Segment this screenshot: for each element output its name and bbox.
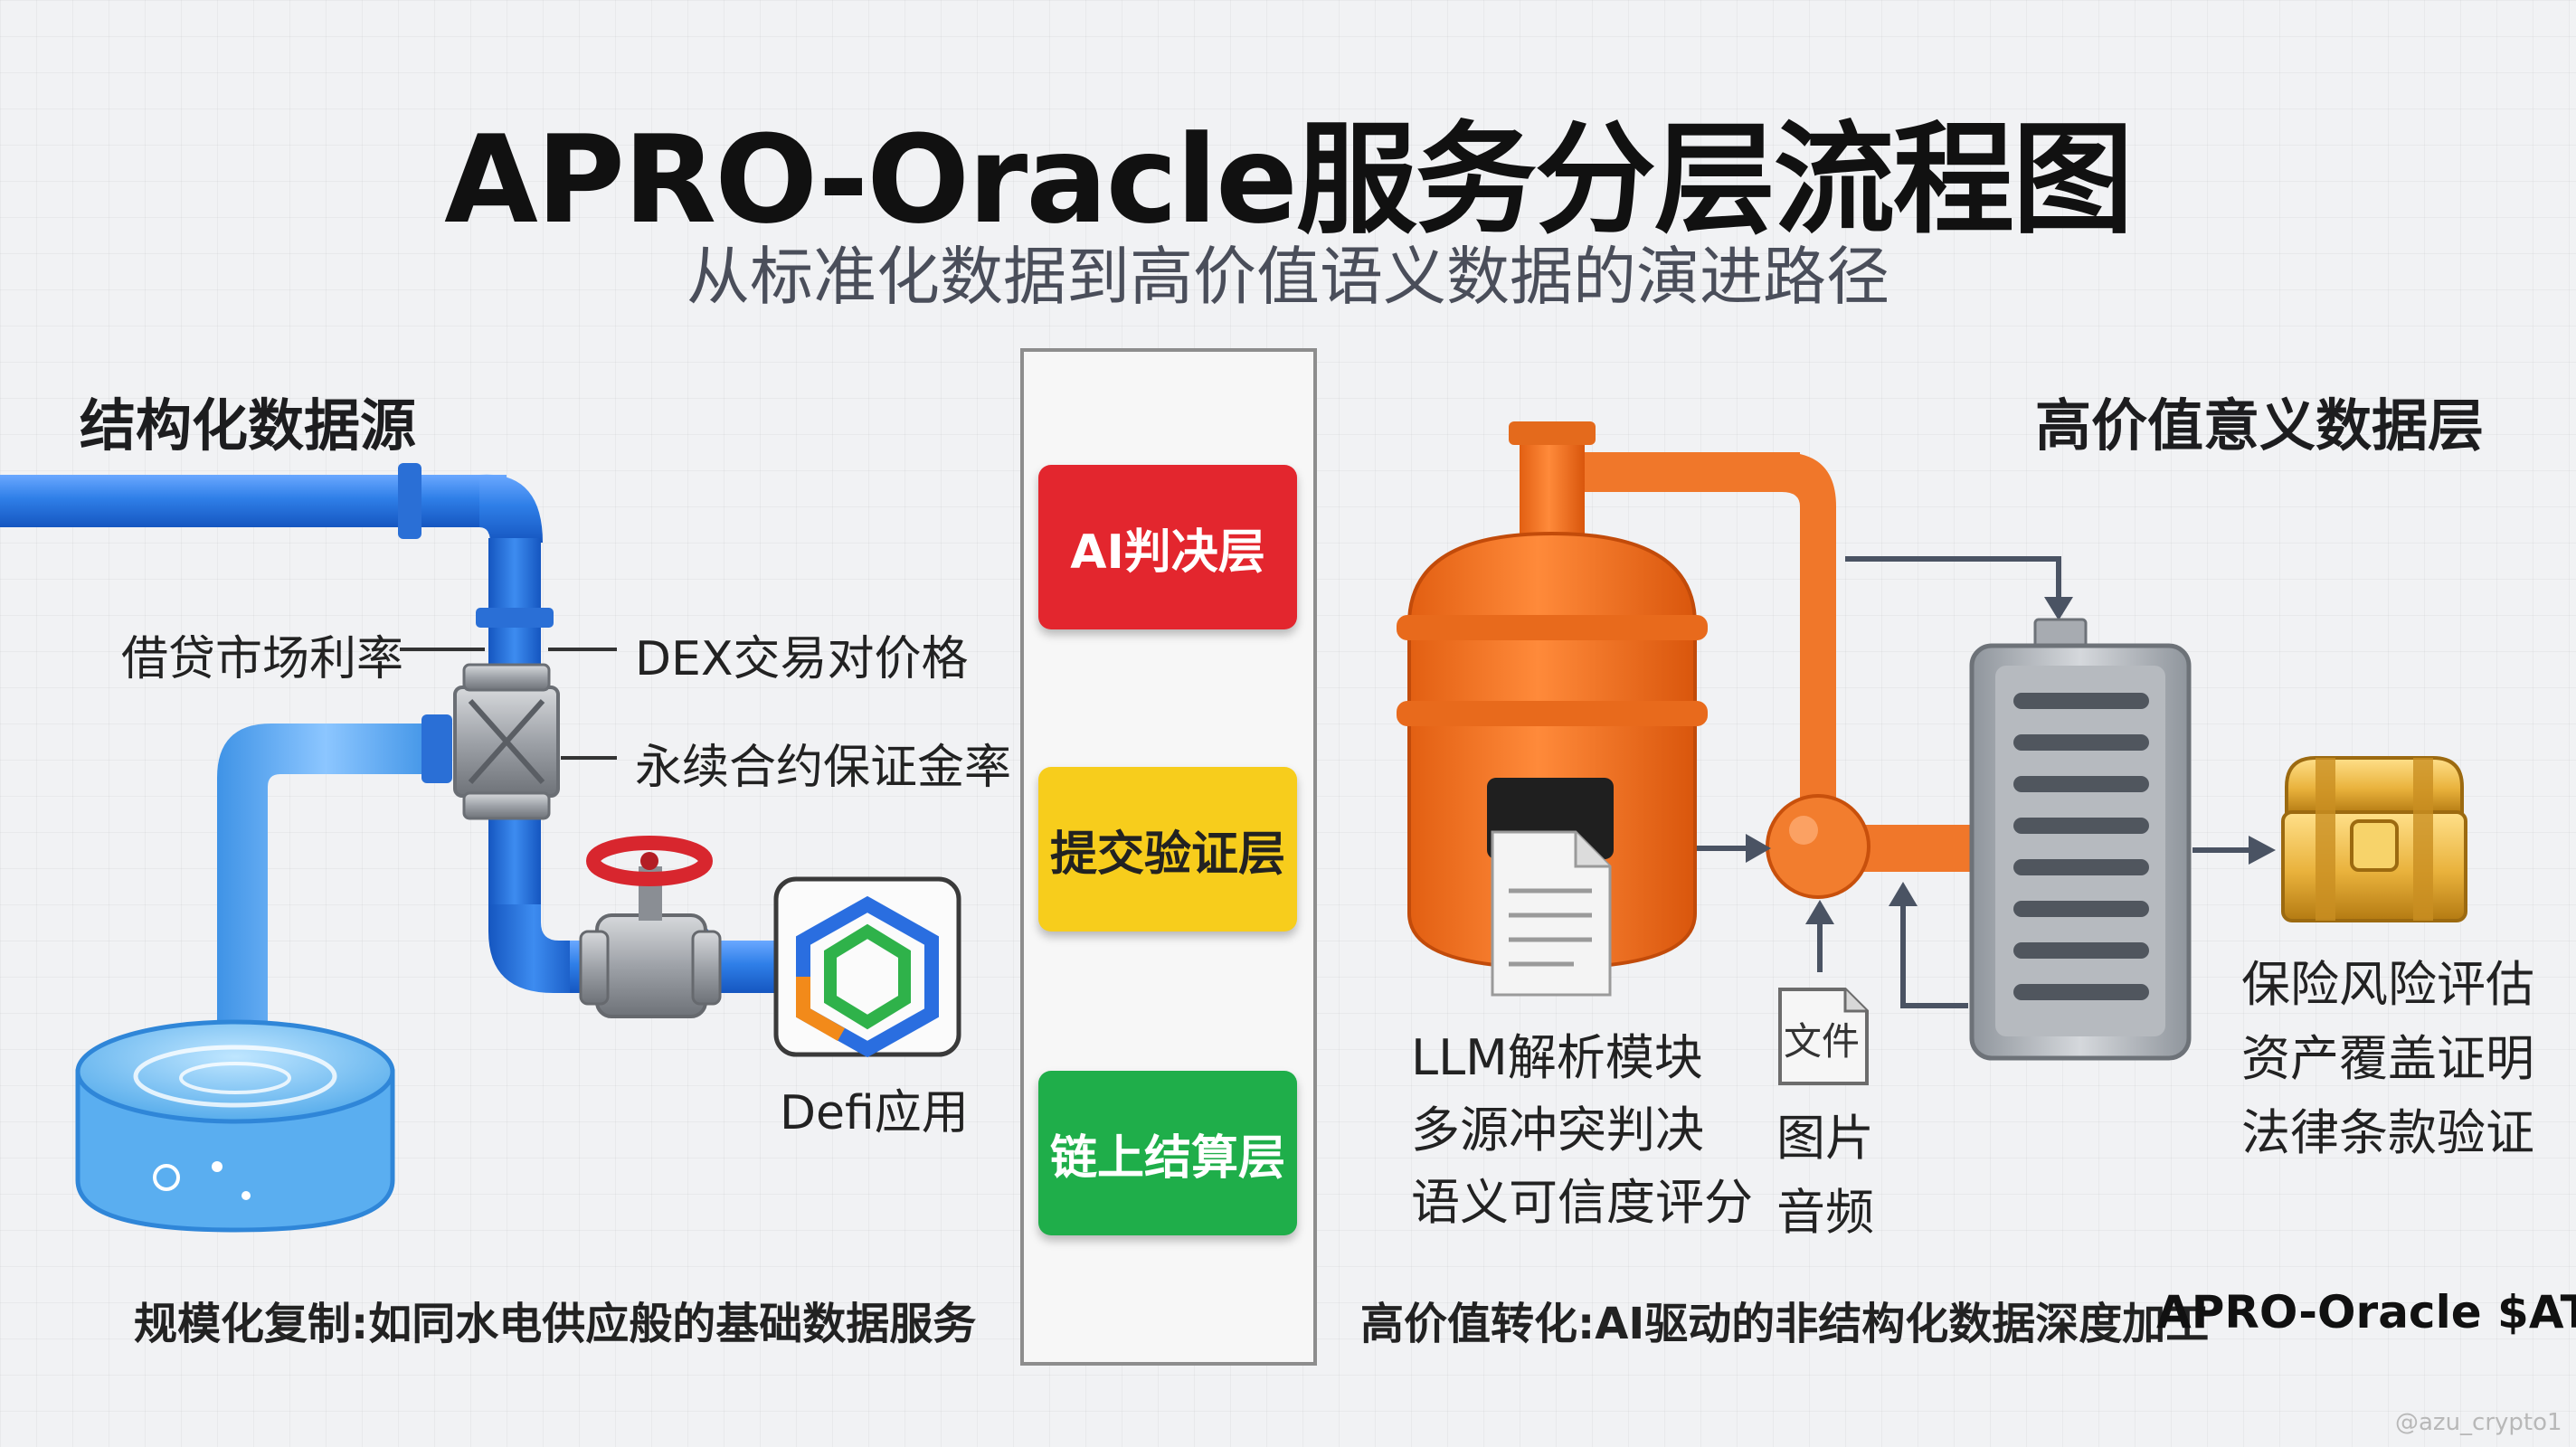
brand-label: APRO-Oracle $AT <box>2156 1286 2576 1338</box>
llm-line: 语义可信度评分 <box>1411 1174 1753 1231</box>
output-line: 资产覆盖证明 <box>2241 1030 2534 1087</box>
document-icon <box>1491 830 1612 997</box>
ai-judgement-layer: AI判决层 <box>1038 465 1297 629</box>
output-line: 保险风险评估 <box>2241 956 2534 1013</box>
llm-module-list: LLM解析模块 多源冲突判决 语义可信度评分 <box>1411 1022 1753 1239</box>
valve-wheel <box>579 836 722 1018</box>
water-pool <box>75 1019 395 1233</box>
cross-valve <box>453 663 560 820</box>
page-title: APRO-Oracle服务分层流程图 <box>444 109 2134 251</box>
output-line: 法律条款验证 <box>2241 1104 2534 1161</box>
page-subtitle: 从标准化数据到高价值语义数据的演进路径 <box>687 240 1889 314</box>
media-line: 图片 <box>1776 1110 1874 1167</box>
llm-line: LLM解析模块 <box>1411 1029 1703 1086</box>
junction-ball <box>1766 794 1981 899</box>
watermark: @azu_crypto1 <box>2395 1409 2562 1436</box>
file-icon-text: 文件 <box>1784 1019 1861 1064</box>
label-dex-price: DEX交易对价格 <box>635 632 969 686</box>
high-value-layer-heading: 高价值意义数据层 <box>2035 392 2485 459</box>
label-lending-rate: 借贷市场利率 <box>121 632 404 686</box>
server-rack-icon <box>1969 618 2192 1061</box>
media-line: 音频 <box>1776 1184 1874 1241</box>
footer-right-caption: 高价值转化:AI驱动的非结构化数据深度加工 <box>1360 1299 2210 1349</box>
label-perp-margin: 永续合约保证金率 <box>635 741 1012 795</box>
treasure-chest-icon <box>2281 756 2467 922</box>
media-type-list: 图片 音频 <box>1776 1102 1874 1250</box>
defi-cube-icon <box>773 876 961 1058</box>
footer-left-caption: 规模化复制:如同水电供应般的基础数据服务 <box>134 1299 977 1349</box>
label-defi-app: Defi应用 <box>780 1086 969 1140</box>
llm-line: 多源冲突判决 <box>1411 1102 1704 1159</box>
onchain-settlement-layer: 链上结算层 <box>1038 1071 1297 1235</box>
structured-source-heading: 结构化数据源 <box>80 392 417 459</box>
output-use-list: 保险风险评估 资产覆盖证明 法律条款验证 <box>2241 948 2534 1170</box>
file-icon <box>1778 988 1869 1085</box>
boiler-tank <box>1397 421 1836 970</box>
submit-verify-layer: 提交验证层 <box>1038 767 1297 932</box>
right-flow-arrows <box>1697 556 2276 1008</box>
